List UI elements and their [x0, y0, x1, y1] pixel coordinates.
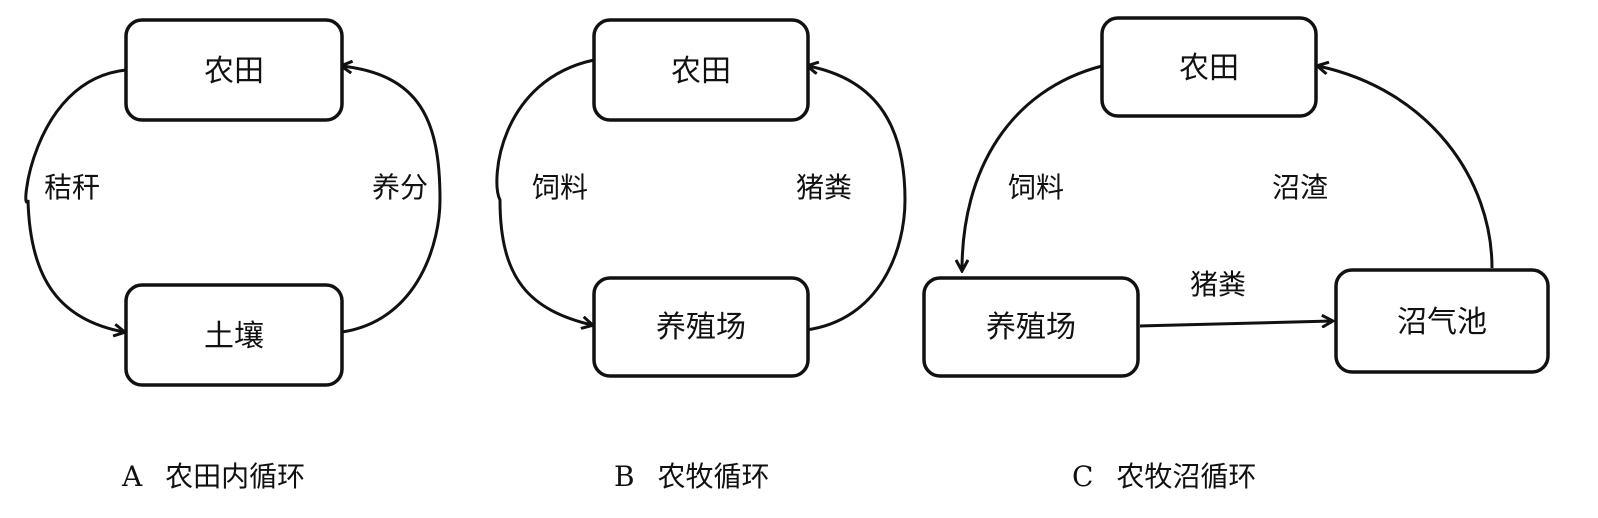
panel-c-node-biogas-digester-label: 沼气池 [1397, 305, 1487, 340]
panel-a-edge-nutrients [342, 66, 442, 334]
panel-b-edge-label-manure: 猪粪 [796, 171, 852, 204]
panel-a-node-farmland: 农田 [124, 18, 344, 122]
panel-a-edge-label-nutrients: 养分 [372, 171, 428, 204]
panel-b-edge-manure [806, 66, 907, 332]
panel-c: 农田 养殖场 沼气池 饲料 沼渣 猪粪 C 农牧沼循环 [922, 16, 1550, 493]
panel-c-edge-feed [962, 64, 1103, 270]
panel-a: 农田 土壤 秸秆 养分 A 农田内循环 [24, 18, 442, 493]
panel-b-caption-title: 农牧循环 [657, 460, 769, 493]
panel-c-node-farm-label: 养殖场 [986, 310, 1076, 345]
panel-c-edge-residue [1318, 66, 1494, 269]
panel-c-caption: C 农牧沼循环 [1072, 460, 1256, 493]
panel-a-edge-straw [24, 68, 126, 332]
panel-c-node-biogas-digester: 沼气池 [1334, 268, 1550, 374]
panel-c-node-farm: 养殖场 [922, 276, 1140, 378]
panel-c-caption-letter: C [1072, 460, 1093, 493]
panel-c-caption-title: 农牧沼循环 [1116, 460, 1256, 493]
panel-c-edge-label-manure: 猪粪 [1190, 268, 1246, 301]
panel-a-node-soil: 土壤 [124, 283, 344, 387]
panel-a-edge-label-straw: 秸秆 [44, 171, 100, 204]
panel-b-node-farmland-label: 农田 [671, 54, 731, 89]
panel-c-node-farmland-label: 农田 [1179, 51, 1239, 86]
panel-b-node-farm: 养殖场 [592, 276, 810, 378]
panel-b-caption: B 农牧循环 [614, 460, 770, 493]
panel-a-caption-title: 农田内循环 [165, 460, 305, 493]
panel-b-edge-label-feed: 饲料 [532, 171, 588, 204]
panel-b-node-farmland: 农田 [592, 18, 810, 122]
panel-b: 农田 养殖场 饲料 猪粪 B 农牧循环 [495, 18, 907, 493]
panel-a-caption: A 农田内循环 [121, 460, 305, 493]
panel-a-node-farmland-label: 农田 [204, 54, 264, 89]
panel-c-edge-label-residue: 沼渣 [1272, 171, 1328, 204]
panel-a-node-soil-label: 土壤 [204, 319, 264, 354]
panel-a-caption-letter: A [121, 460, 143, 493]
panel-b-caption-letter: B [614, 460, 635, 493]
panel-b-node-farm-label: 养殖场 [656, 310, 746, 345]
panel-b-edge-feed [495, 58, 594, 325]
panel-c-node-farmland: 农田 [1100, 16, 1318, 118]
panel-c-edge-label-feed: 饲料 [1008, 171, 1064, 204]
panel-c-edge-manure [1139, 321, 1332, 326]
